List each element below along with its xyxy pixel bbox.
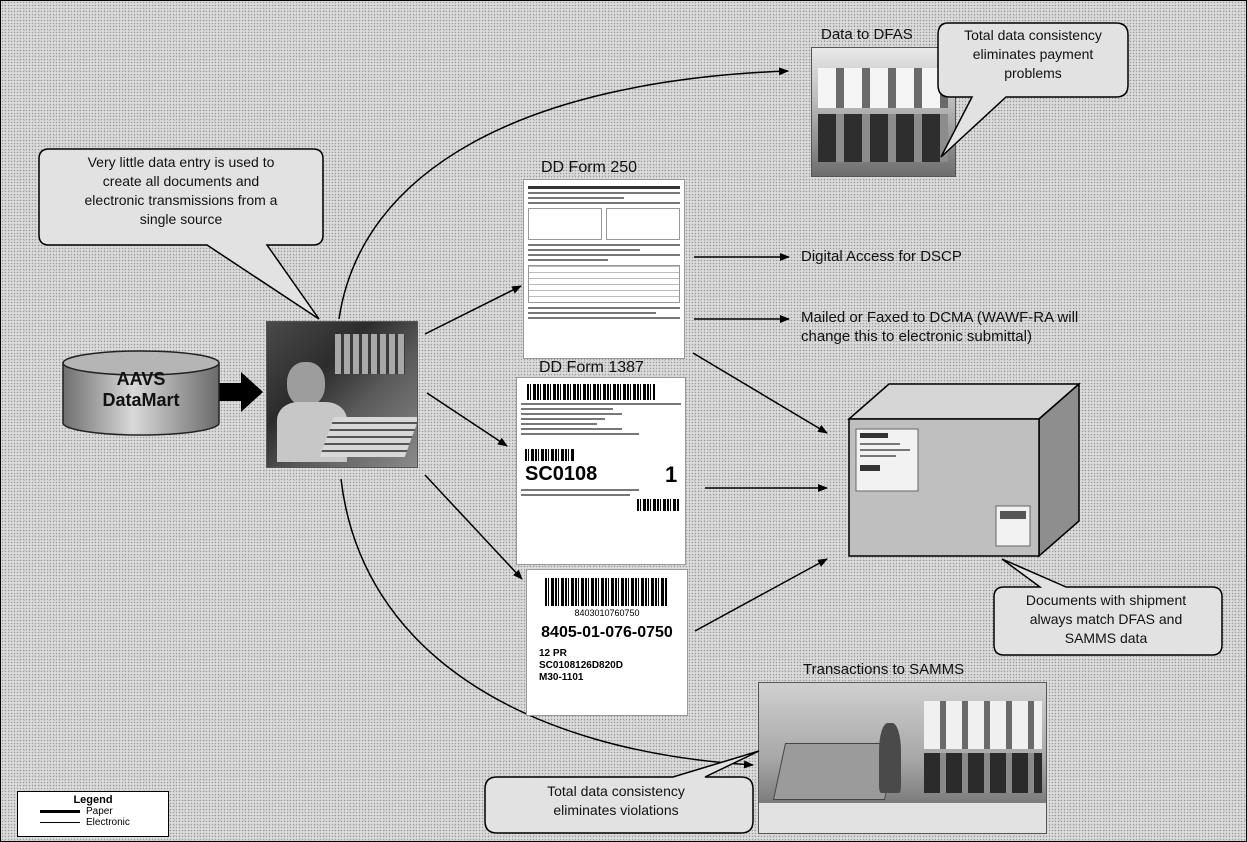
datamart-label-line2: DataMart: [102, 390, 180, 410]
curve-to-samms: [340, 478, 754, 769]
datamart-label: AAVS DataMart: [61, 369, 221, 411]
barcode-line3: M30-1101: [539, 672, 584, 683]
callout-data-entry-line3: electronic transmissions from a: [84, 192, 278, 208]
callout-data-entry-shape: [38, 148, 324, 320]
callout-payment-line3: problems: [1004, 65, 1062, 81]
form250-title: DD Form 250: [541, 159, 638, 176]
destination-dscp: Digital Access for DSCP: [801, 248, 962, 265]
callout-shipment-line3: SAMMS data: [1064, 630, 1148, 646]
callout-payment: Total data consistency eliminates paymen…: [938, 26, 1128, 83]
legend-paper-swatch: [40, 810, 80, 813]
aavs-datamart-cylinder: [62, 350, 220, 436]
dfas-title: Data to DFAS: [821, 26, 913, 43]
callout-payment-line1: Total data consistency: [964, 27, 1102, 43]
shipment-box: [847, 382, 1081, 558]
arrow-label-to-box: [694, 558, 828, 632]
legend-paper-label: Paper: [86, 806, 113, 817]
callout-violations-line2: eliminates violations: [553, 802, 679, 818]
callout-shipment-shape: [993, 558, 1223, 656]
callout-violations-shape: [484, 750, 760, 834]
callout-payment-shape: [937, 22, 1129, 158]
callout-data-entry-line1: Very little data entry is used to: [87, 154, 275, 170]
form1387-code: SC0108: [525, 463, 598, 485]
form1387-quantity: 1: [665, 462, 678, 487]
form250-document: [523, 179, 685, 359]
arrow-to-form250: [424, 285, 522, 335]
samms-title: Transactions to SAMMS: [803, 661, 965, 678]
form1387-title: DD Form 1387: [539, 359, 644, 376]
destination-dcma-line1: Mailed or Faxed to DCMA (WAWF-RA will: [801, 309, 1079, 326]
callout-data-entry-line4: single source: [139, 211, 223, 227]
form1387-document: 1 SC0108: [516, 377, 686, 565]
samms-computer-room-photo: [758, 682, 1047, 834]
callout-violations: Total data consistency eliminates violat…: [491, 782, 741, 820]
barcode-line2: SC0108126D820D: [539, 660, 623, 671]
arrow-250-to-box: [692, 352, 828, 434]
callout-data-entry: Very little data entry is used to create…: [41, 153, 321, 229]
barcode-label-document: 8403010760750 8405-01-076-0750 12 PR SC0…: [526, 569, 688, 716]
datamart-arrow: [218, 372, 263, 412]
datamart-label-line1: AAVS: [116, 369, 166, 389]
barcode-digits: 8403010760750: [574, 608, 640, 618]
legend-title: Legend: [73, 794, 113, 806]
callout-shipment-line2: always match DFAS and: [1029, 611, 1183, 627]
barcode-line1: 12 PR: [539, 648, 567, 659]
curve-to-dfas: [338, 67, 789, 320]
legend: Legend Paper Electronic: [17, 791, 169, 837]
barcode-nsn: 8405-01-076-0750: [541, 624, 673, 641]
dfas-tape-drives-photo: [811, 47, 956, 177]
callout-payment-line2: eliminates payment: [972, 46, 1094, 62]
operator-photo: [266, 321, 418, 468]
destination-dcma: Mailed or Faxed to DCMA (WAWF-RA will ch…: [801, 308, 1078, 346]
callout-data-entry-line2: create all documents and: [102, 173, 260, 189]
legend-electronic-label: Electronic: [86, 817, 130, 828]
arrow-to-form1387: [426, 392, 508, 447]
destination-dcma-line2: change this to electronic submittal): [801, 328, 1032, 345]
callout-shipment: Documents with shipment always match DFA…: [996, 591, 1216, 648]
legend-electronic-swatch: [40, 822, 80, 823]
callout-shipment-line1: Documents with shipment: [1025, 592, 1187, 608]
arrow-to-barcode: [424, 474, 523, 580]
callout-violations-line1: Total data consistency: [547, 783, 685, 799]
